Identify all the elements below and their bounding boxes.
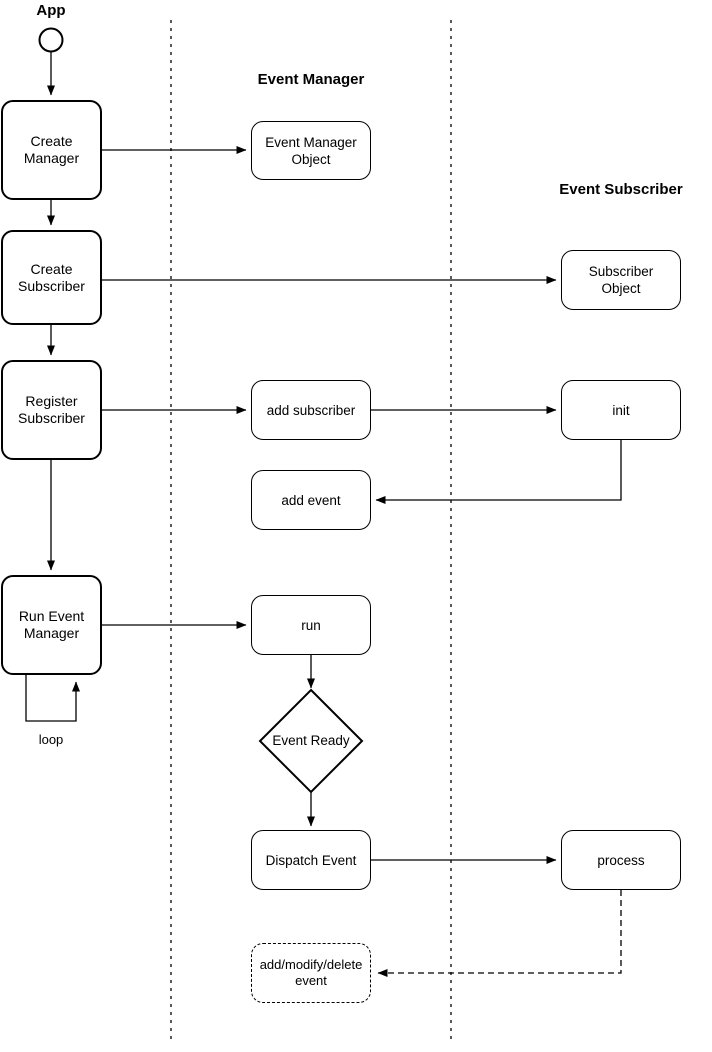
edge-process-to-add-modify-delete-event <box>377 890 622 977</box>
node-dispatch-event[interactable]: Dispatch Event <box>251 830 371 890</box>
node-process[interactable]: process <box>561 830 681 890</box>
start-circle <box>38 27 64 53</box>
lane-title-app: App <box>36 2 66 19</box>
node-create-manager[interactable]: Create Manager <box>1 100 102 200</box>
node-event-manager-object[interactable]: Event Manager Object <box>251 121 371 180</box>
node-add-event[interactable]: add event <box>251 470 371 530</box>
node-run[interactable]: run <box>251 595 371 655</box>
edge-init-to-add-event <box>375 440 622 504</box>
node-event-ready-label: Event Ready <box>272 733 350 748</box>
node-run-event-manager[interactable]: Run Event Manager <box>1 575 102 675</box>
node-register-subscriber[interactable]: Register Subscriber <box>1 360 102 460</box>
node-add-subscriber[interactable]: add subscriber <box>251 380 371 440</box>
edge-run-event-manager-loop <box>25 675 80 722</box>
node-subscriber-object[interactable]: Subscriber Object <box>561 250 681 310</box>
lane-title-event-subscriber: Event Subscriber <box>559 181 683 198</box>
lane-title-event-manager: Event Manager <box>257 71 365 88</box>
loop-label: loop <box>38 732 64 747</box>
node-add-modify-delete-event[interactable]: add/modify/delete event <box>251 943 371 1003</box>
node-create-subscriber[interactable]: Create Subscriber <box>1 230 102 325</box>
node-init[interactable]: init <box>561 380 681 440</box>
